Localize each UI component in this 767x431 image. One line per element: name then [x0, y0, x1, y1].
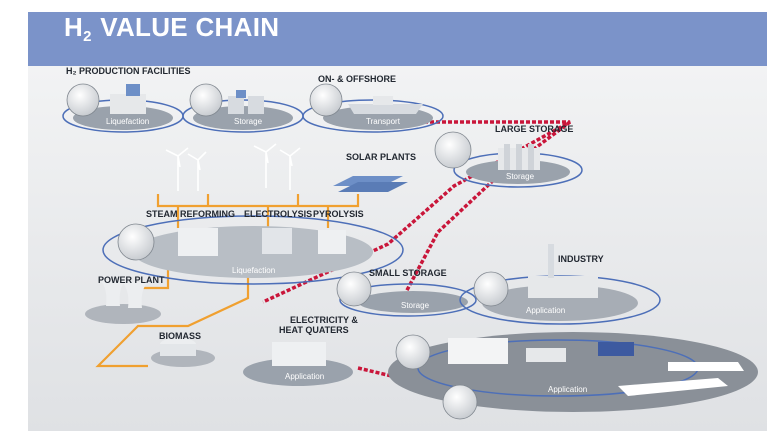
platform-storage-top — [193, 106, 293, 130]
label-power-plant: POWER PLANT — [98, 275, 165, 285]
label-production: H₂ PRODUCTION FACILITIES — [66, 66, 191, 76]
globe-icon — [117, 223, 155, 261]
value-chain-diagram: H₂ PRODUCTION FACILITIES ON- & OFFSHORE … — [28, 66, 767, 431]
label-electricity-line2: HEAT QUATERS — [279, 325, 349, 335]
globe-icon — [473, 271, 509, 307]
label-solar-plants: SOLAR PLANTS — [346, 152, 416, 162]
caption-storage-top: Storage — [234, 117, 263, 126]
title-bar — [28, 12, 767, 66]
caption-liquefaction-center: Liquefaction — [232, 266, 275, 275]
platform-liquefaction-center-ring — [102, 215, 404, 285]
title-text: VALUE CHAIN — [100, 12, 280, 42]
hydrogen-globes — [66, 83, 509, 420]
globe-icon — [309, 83, 343, 117]
platform-small-storage-ring — [339, 283, 477, 317]
globe-icon — [66, 83, 100, 117]
caption-liquefaction-top: Liquefaction — [106, 117, 149, 126]
page-title: H2 VALUE CHAIN — [64, 12, 279, 45]
platform-small-storage — [358, 291, 468, 313]
caption-heat-application: Application — [285, 372, 324, 381]
wind-turbine-icons — [165, 143, 301, 191]
platform-large-storage — [466, 160, 570, 184]
platform-captions: Liquefaction Storage Transport Storage L… — [106, 117, 587, 394]
globe-icon — [395, 334, 431, 370]
caption-large-storage: Storage — [506, 172, 535, 181]
platform-power-plant — [85, 304, 161, 324]
label-biomass: BIOMASS — [159, 331, 201, 341]
label-steam-reforming: STEAM REFORMING — [146, 209, 235, 219]
label-on-offshore: ON- & OFFSHORE — [318, 74, 396, 84]
label-pyrolysis: PYROLYSIS — [313, 209, 364, 219]
globe-icon — [442, 384, 478, 420]
label-industry: INDUSTRY — [558, 254, 604, 264]
title-h-letter: H — [64, 12, 84, 42]
label-large-storage: LARGE STORAGE — [495, 124, 573, 134]
caption-transport: Transport — [366, 117, 401, 126]
facility-buildings — [100, 84, 744, 396]
label-electrolysis: ELECTROLYSIS — [244, 209, 312, 219]
globe-icon — [336, 271, 372, 307]
caption-mobility-application: Application — [548, 385, 587, 394]
solar-panel-icons — [333, 176, 408, 192]
caption-small-storage: Storage — [401, 301, 430, 310]
title-subscript: 2 — [83, 28, 92, 45]
platform-liquefaction-top — [73, 106, 173, 130]
label-electricity-line1: ELECTRICITY & — [290, 315, 358, 325]
feedstock-lines — [95, 194, 360, 368]
globe-icon — [434, 131, 472, 169]
globe-icon — [189, 83, 223, 117]
caption-industry-application: Application — [526, 306, 565, 315]
label-small-storage: SMALL STORAGE — [369, 268, 447, 278]
platform-industry — [482, 285, 638, 321]
section-labels: H₂ PRODUCTION FACILITIES ON- & OFFSHORE … — [66, 66, 604, 341]
